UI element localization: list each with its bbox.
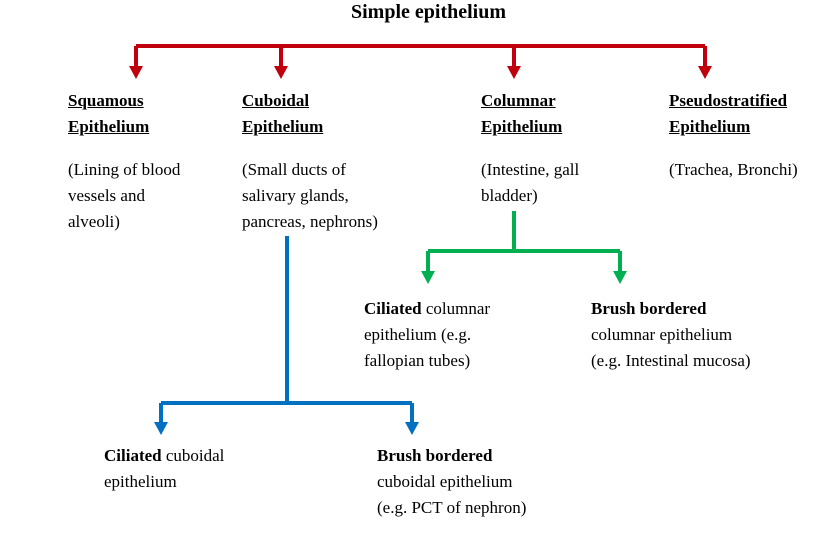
- columnar-heading-line2: Epithelium: [481, 117, 563, 136]
- ciliated-columnar-line1: Ciliated columnar: [364, 296, 490, 322]
- ciliated-columnar-rest: columnar: [421, 299, 491, 318]
- brush-cuboidal-line3: (e.g. PCT of nephron): [377, 498, 527, 517]
- squamous-heading-line1: Squamous: [68, 91, 144, 110]
- cuboidal-example-line2: salivary glands,: [242, 186, 349, 205]
- arrowhead-squamous: [129, 66, 143, 79]
- ciliated-columnar-line2: epithelium (e.g.: [364, 325, 472, 344]
- ciliated-cuboidal-rest: cuboidal: [161, 446, 225, 465]
- arrowhead-brush-columnar: [613, 271, 627, 284]
- brush-cuboidal-line2: cuboidal epithelium: [377, 472, 513, 491]
- arrowhead-columnar: [507, 66, 521, 79]
- columnar-example-line2: bladder): [481, 186, 538, 205]
- arrowhead-ciliated-cuboidal: [154, 422, 168, 435]
- arrowhead-ciliated-columnar: [421, 271, 435, 284]
- brush-columnar-line2: columnar epithelium: [591, 325, 733, 344]
- ciliated-columnar-line3: fallopian tubes): [364, 351, 471, 370]
- ciliated-cuboidal-line1: Ciliated cuboidal: [104, 443, 224, 469]
- diagram-title: Simple epithelium: [351, 1, 507, 23]
- brush-columnar-line3: (e.g. Intestinal mucosa): [591, 351, 751, 370]
- squamous-example-line1: (Lining of blood: [68, 160, 181, 179]
- pseudostratified-example-line1: (Trachea, Bronchi): [669, 160, 798, 179]
- green-connector: [426, 211, 622, 273]
- squamous-example-line3: alveoli): [68, 212, 120, 231]
- arrowhead-pseudostratified: [698, 66, 712, 79]
- brush-cuboidal-bold: Brush bordered: [377, 446, 493, 465]
- pseudostratified-heading-line2: Epithelium: [669, 117, 751, 136]
- brush-columnar-line1: Brush bordered: [591, 296, 706, 322]
- cuboidal-heading-line1: Cuboidal: [242, 91, 310, 110]
- ciliated-cuboidal-line2: epithelium: [104, 472, 177, 491]
- cuboidal-heading-line2: Epithelium: [242, 117, 324, 136]
- blue-connector: [159, 236, 414, 424]
- arrowhead-cuboidal: [274, 66, 288, 79]
- cuboidal-example-line3: pancreas, nephrons): [242, 212, 378, 231]
- ciliated-columnar-bold: Ciliated: [364, 299, 422, 318]
- red-connector: [134, 44, 707, 68]
- squamous-heading-line2: Epithelium: [68, 117, 150, 136]
- pseudostratified-heading-line1: Pseudostratified: [669, 91, 788, 110]
- arrowhead-brush-cuboidal: [405, 422, 419, 435]
- columnar-heading-line1: Columnar: [481, 91, 556, 110]
- cuboidal-example-line1: (Small ducts of: [242, 160, 346, 179]
- brush-columnar-bold: Brush bordered: [591, 299, 707, 318]
- squamous-example-line2: vessels and: [68, 186, 145, 205]
- brush-cuboidal-line1: Brush bordered: [377, 443, 492, 469]
- columnar-example-line1: (Intestine, gall: [481, 160, 580, 179]
- ciliated-cuboidal-bold: Ciliated: [104, 446, 162, 465]
